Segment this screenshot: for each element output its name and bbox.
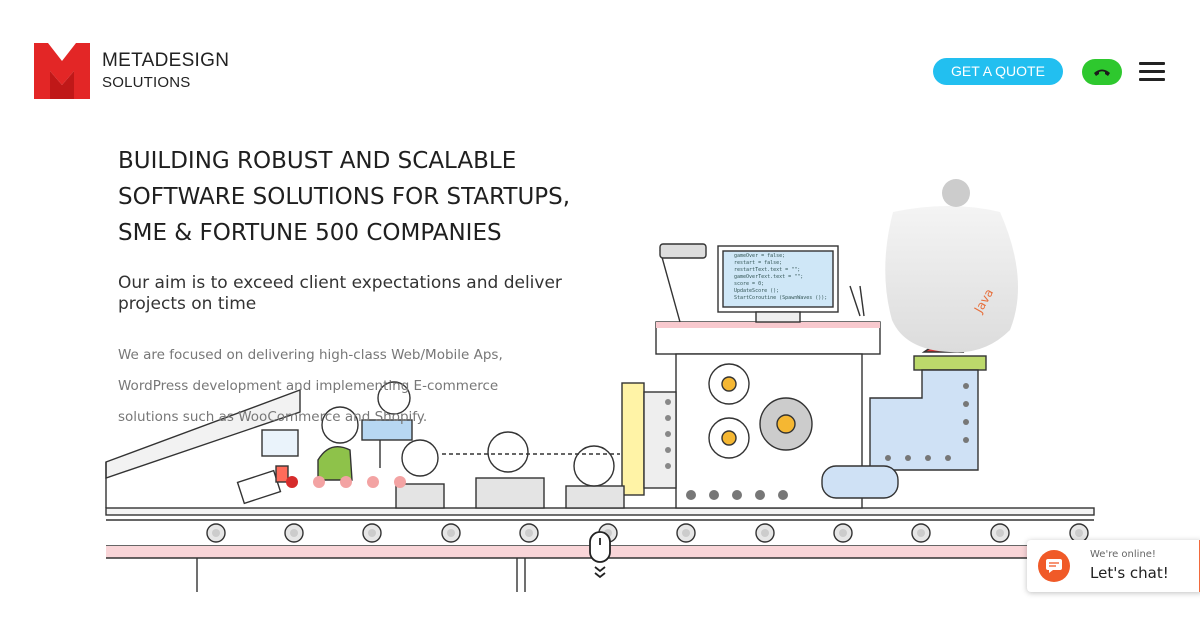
code-line: UpdateScore (); <box>734 288 779 294</box>
carousel-dot[interactable] <box>286 476 298 488</box>
code-line: StartCoroutine (SpawnWaves ()); <box>734 295 827 301</box>
code-line: restart = false; <box>734 260 782 266</box>
live-chat-widget[interactable]: We're online! Let's chat! <box>1027 540 1200 592</box>
hero-description: We are focused on delivering high-class … <box>118 347 503 425</box>
hamburger-menu-icon <box>1139 70 1165 73</box>
carousel-dot[interactable] <box>367 476 379 488</box>
hamburger-menu-icon <box>1139 78 1165 81</box>
mouse-scroll-icon <box>589 531 611 579</box>
pipe <box>821 339 987 499</box>
hamburger-menu-icon <box>1139 62 1165 65</box>
phone-icon <box>1094 69 1110 76</box>
carousel-dots <box>286 476 406 488</box>
logo-name: METADESIGN <box>102 49 230 71</box>
chat-label: Let's chat! <box>1090 564 1169 582</box>
chat-bubble-icon <box>1038 550 1070 582</box>
steam-puff <box>942 179 970 207</box>
site-logo[interactable]: METADESIGN SOLUTIONS <box>34 43 234 99</box>
code-line: score = 0; <box>734 281 764 287</box>
chat-status: We're online! <box>1090 549 1156 560</box>
monitor-code: gameOver = false; restart = false; resta… <box>734 253 827 301</box>
hamburger-menu-button[interactable] <box>1139 62 1165 82</box>
hero-headline: BUILDING ROBUST AND SCALABLE SOFTWARE SO… <box>118 148 571 246</box>
code-line: gameOverText.text = ""; <box>734 274 803 280</box>
code-line: gameOver = false; <box>734 253 785 259</box>
conveyor-rollers <box>206 523 1089 543</box>
scroll-down-indicator[interactable] <box>588 530 612 582</box>
code-line: restartText.text = ""; <box>734 267 800 273</box>
carousel-dot[interactable] <box>394 476 406 488</box>
carousel-dot[interactable] <box>313 476 325 488</box>
carousel-dot[interactable] <box>340 476 352 488</box>
logo-mark-icon <box>34 43 90 99</box>
steam-cloud <box>885 206 1018 353</box>
get-a-quote-button[interactable]: GET A QUOTE <box>933 58 1063 85</box>
machine <box>621 243 881 509</box>
call-button[interactable] <box>1082 59 1122 85</box>
java-label: Java <box>971 286 996 316</box>
hero-subheadline: Our aim is to exceed client expectations… <box>118 273 562 314</box>
logo-subtitle: SOLUTIONS <box>102 73 191 91</box>
